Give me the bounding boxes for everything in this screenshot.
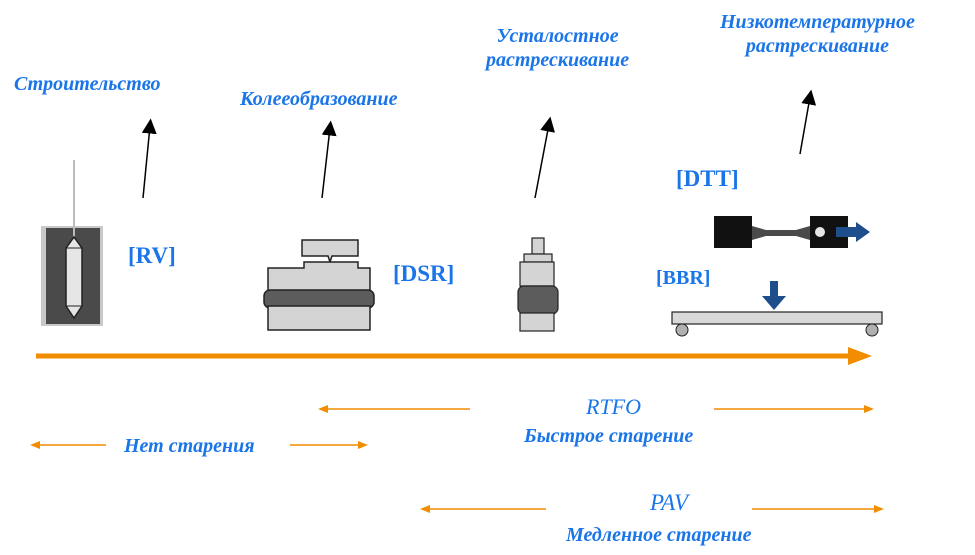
no-aging-range — [30, 441, 368, 449]
test-bbr-tag: [BBR] — [656, 267, 711, 289]
dsr-rheometer-icon — [263, 239, 375, 331]
dtt-specimen-icon — [714, 216, 848, 248]
aging-pav-desc: Медленное старение — [566, 524, 752, 546]
test-dtt-tag: [DTT] — [676, 166, 739, 191]
stage-fatigue-line1: Усталостное — [496, 25, 619, 47]
dtt-pull-arrow-icon — [836, 222, 870, 242]
aging-rtfo-label: RTFO — [586, 394, 641, 419]
low-temp-arrow — [799, 89, 817, 155]
stage-rutting-label: Колееобразование — [240, 88, 398, 110]
test-rv-tag: [RV] — [128, 243, 176, 268]
dsr-small-specimen-icon — [517, 237, 559, 332]
stage-fatigue-line2: растрескивание — [486, 49, 630, 71]
pav-range — [420, 505, 884, 513]
timeline-arrow — [36, 347, 872, 365]
bbr-beam-icon — [671, 281, 883, 337]
construction-arrow — [141, 118, 157, 199]
rv-viscometer-icon — [41, 160, 103, 326]
aging-pav-label: PAV — [650, 490, 689, 515]
stage-construction-label: Строительство — [14, 73, 161, 95]
aging-rtfo-desc: Быстрое старение — [524, 425, 694, 447]
rutting-arrow — [321, 120, 337, 199]
stage-low-temp-line2: растрескивание — [745, 35, 889, 57]
rtfo-range — [318, 405, 874, 413]
fatigue-arrow — [534, 116, 555, 199]
stage-low-temp-line1: Низкотемпературное — [720, 11, 915, 33]
stage-low-temp-label: Низкотемпературное растрескивание — [720, 10, 915, 58]
test-dsr-tag: [DSR] — [393, 261, 455, 286]
aging-none-label: Нет старения — [124, 435, 255, 457]
stage-fatigue-label: Усталостное растрескивание — [486, 24, 629, 72]
